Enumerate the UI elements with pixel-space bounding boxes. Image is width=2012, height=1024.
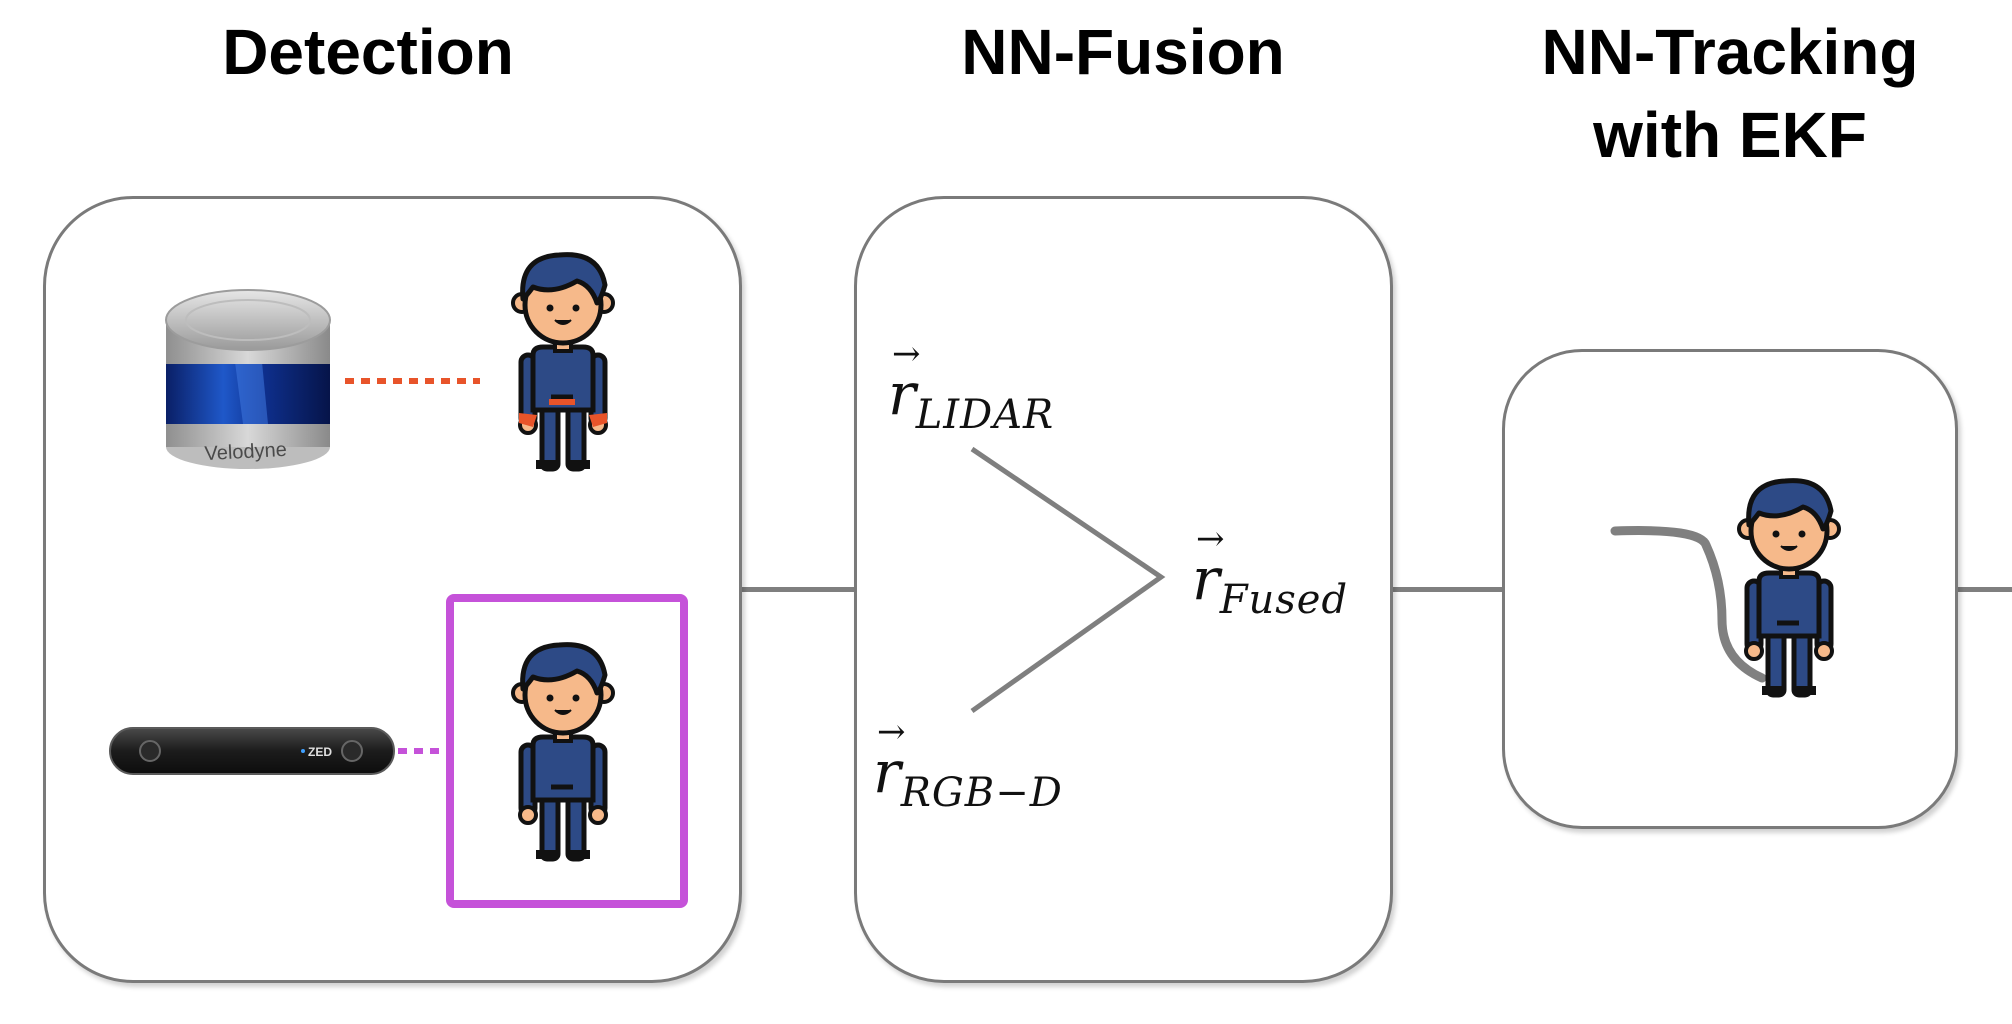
r-fused-subscript: Fused bbox=[1219, 577, 1349, 623]
detection-title: Detection bbox=[222, 16, 514, 88]
tracking-title-line2: with EKF bbox=[1593, 99, 1867, 171]
tracking-panel bbox=[1502, 349, 1958, 829]
detection-panel bbox=[43, 196, 742, 983]
r-lidar-subscript: LIDAR bbox=[915, 392, 1055, 438]
connector-detection-fusion bbox=[742, 587, 854, 592]
r-lidar-symbol: rLIDAR bbox=[888, 360, 1054, 438]
r-lidar-base: r bbox=[888, 360, 916, 428]
tracking-title-line1: NN-Tracking bbox=[1541, 16, 1919, 88]
r-fused-base: r bbox=[1192, 545, 1220, 613]
connector-fusion-tracking bbox=[1393, 587, 1502, 592]
r-rgbd-base: r bbox=[873, 738, 901, 806]
r-rgbd-symbol: rRGB−D bbox=[873, 738, 1063, 816]
connector-tracking-out bbox=[1958, 587, 2012, 592]
fusion-title: NN-Fusion bbox=[961, 16, 1285, 88]
r-fused-symbol: rFused bbox=[1192, 545, 1348, 623]
r-rgbd-subscript: RGB−D bbox=[900, 770, 1063, 816]
